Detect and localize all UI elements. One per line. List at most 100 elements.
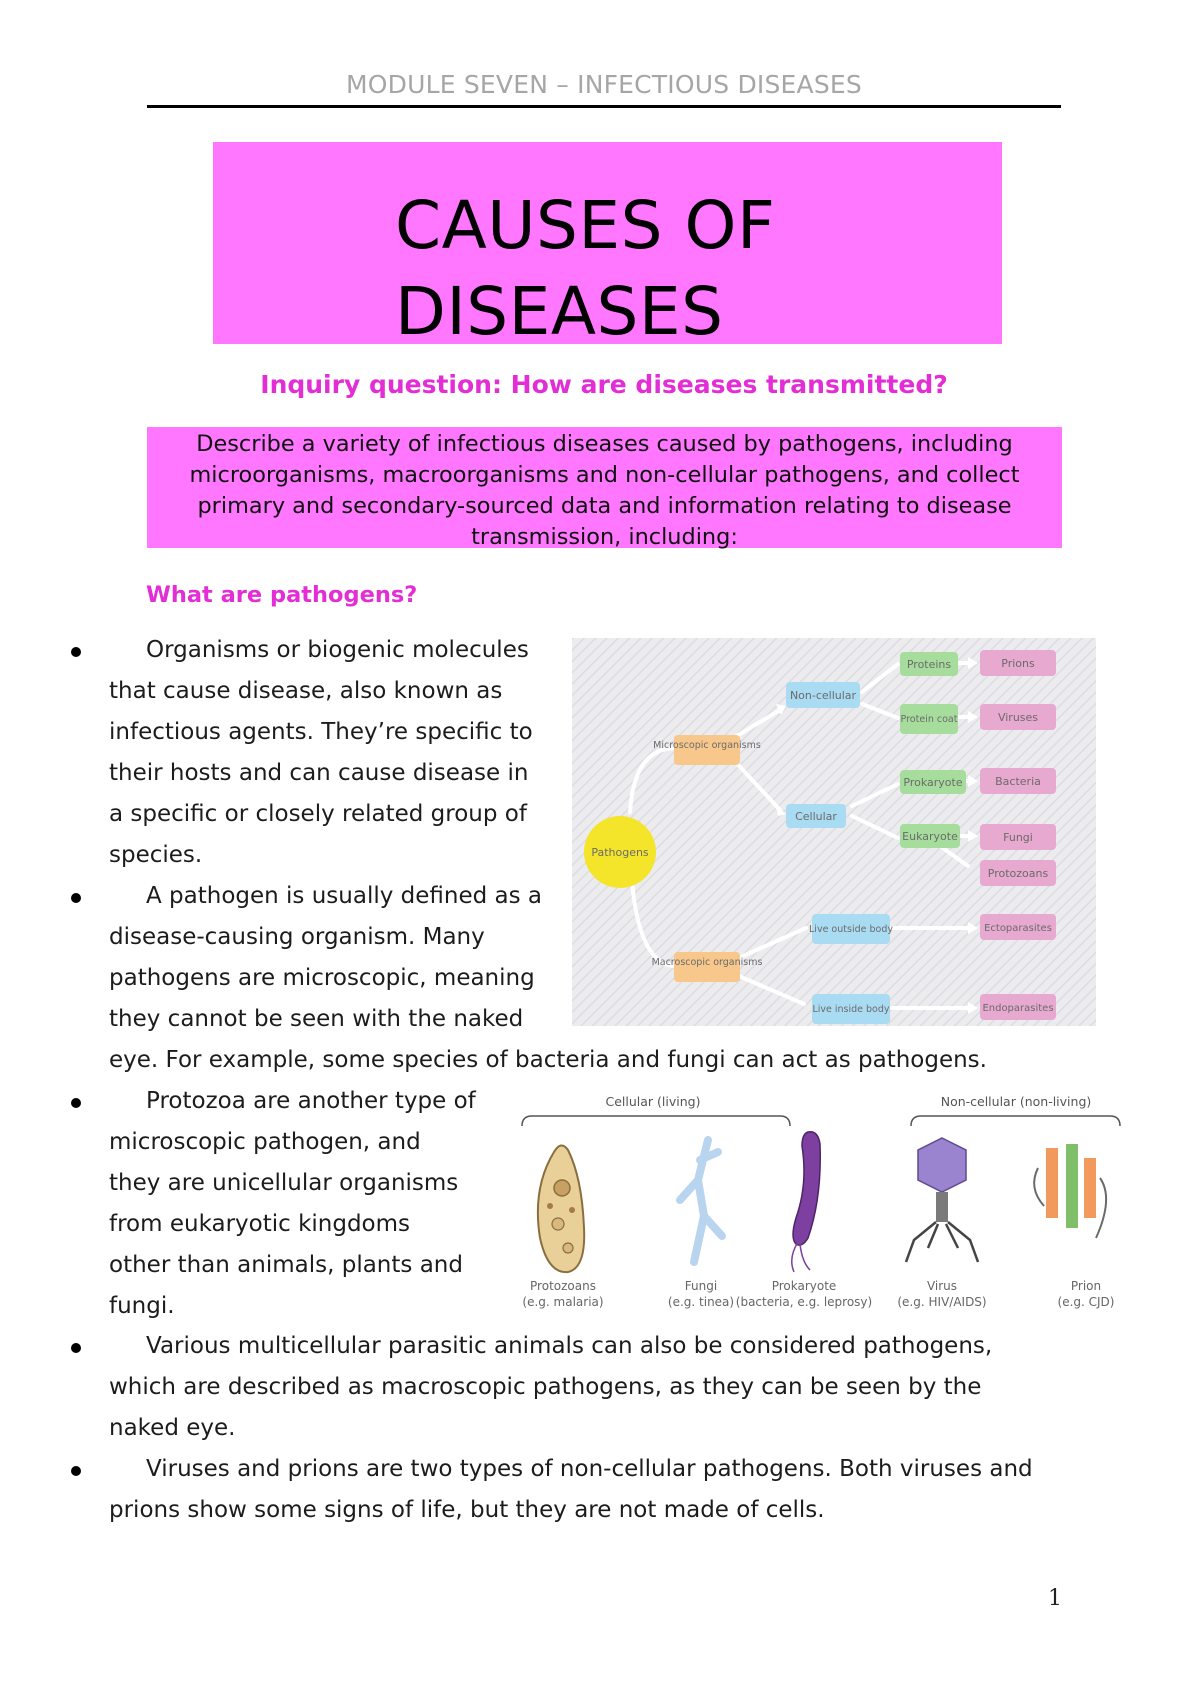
node-microscopic [674, 735, 740, 765]
bullet-paragraph-4: Various multicellular parasitic animals … [109, 1326, 992, 1449]
paragraph-line: other than animals, plants and [109, 1252, 463, 1278]
group-label-noncellular: Non-cellular (non-living) [941, 1094, 1092, 1109]
item-name: Virus [927, 1279, 957, 1293]
title-banner [213, 142, 1002, 344]
node-viruses [980, 704, 1056, 730]
node-label: Proteins [907, 658, 952, 671]
node-bacteria [980, 768, 1056, 794]
page-title: CAUSES OF DISEASES [395, 183, 955, 355]
item-name: Protozoans [530, 1279, 596, 1293]
connector [860, 662, 900, 694]
node-live-outside-body [812, 914, 890, 944]
node-label: Protozoans [988, 867, 1049, 880]
paragraph-line: Organisms or biogenic molecules [146, 637, 529, 663]
node-label: Live outside body [809, 924, 893, 935]
connector [728, 754, 782, 812]
arrow-head [968, 775, 978, 787]
node-proteins [900, 652, 958, 676]
prokaryote-icon [791, 1131, 821, 1273]
paragraph-line: pathogens are microscopic, meaning [109, 965, 535, 991]
node-label: Cellular [795, 810, 837, 823]
item-name: Fungi [685, 1279, 717, 1293]
paragraph-line: species. [109, 842, 203, 868]
node-label: Endoparasites [982, 1003, 1053, 1014]
bullet-dot [71, 1098, 81, 1108]
paragraph-line: which are described as macroscopic patho… [109, 1374, 982, 1400]
inquiry-question: Inquiry question: How are diseases trans… [260, 370, 948, 399]
page-number: 1 [1048, 1586, 1062, 1611]
connector [850, 814, 900, 840]
paragraph-line: Protozoa are another type of [146, 1088, 476, 1114]
header-divider [147, 105, 1061, 108]
item-name: Prion [1071, 1279, 1101, 1293]
bullet-dot [71, 1466, 81, 1476]
bullet-paragraph-2: A pathogen is usually defined as a disea… [109, 876, 987, 1081]
node-prokaryote [900, 770, 966, 794]
paragraph-line: they are unicellular organisms [109, 1170, 459, 1196]
paragraph-line: Various multicellular parasitic animals … [146, 1333, 993, 1359]
paragraph-line: eye. For example, some species of bacter… [109, 1047, 987, 1073]
node-label: Protein coat [901, 714, 958, 725]
bullet-paragraph-1: Organisms or biogenic molecules that cau… [109, 630, 533, 876]
bullet-paragraph-3: Protozoa are another type of microscopic… [109, 1081, 476, 1327]
node-non-cellular [786, 682, 860, 708]
paragraph-line: from eukaryotic kingdoms [109, 1211, 411, 1237]
paragraph-line: that cause disease, also known as [109, 678, 503, 704]
paragraph-line: disease-causing organism. Many [109, 924, 485, 950]
bracket-cellular [521, 1115, 791, 1127]
bracket-noncellular [910, 1115, 1121, 1127]
paragraph-line: naked eye. [109, 1415, 236, 1441]
connector [732, 972, 806, 1006]
paragraph-line: fungi. [109, 1293, 175, 1319]
page-title-line-1: CAUSES OF [395, 187, 776, 264]
node-label: Prokaryote [903, 776, 962, 789]
node-label: Viruses [998, 711, 1038, 724]
pathogen-types-illustration: Cellular (living) Non-cellular (non-livi… [521, 1094, 1121, 1309]
arrow-head [776, 806, 786, 816]
connector [860, 702, 900, 720]
node-label: Bacteria [995, 775, 1041, 788]
bullet-paragraph-5: Viruses and prions are two types of non-… [109, 1449, 1033, 1531]
syllabus-line: microorganisms, macroorganisms and non-c… [189, 462, 1020, 488]
item-example: (e.g. HIV/AIDS) [897, 1295, 986, 1309]
paragraph-line: microscopic pathogen, and [109, 1129, 421, 1155]
arrow-head [968, 922, 978, 934]
node-eukaryote [900, 824, 960, 848]
fungi-icon [676, 1136, 726, 1266]
arrow-head [968, 657, 978, 669]
node-label: Microscopic organisms [653, 740, 761, 751]
syllabus-text: Describe a variety of infectious disease… [160, 429, 1049, 553]
syllabus-line: Describe a variety of infectious disease… [196, 431, 1013, 457]
connector [728, 708, 782, 742]
node-endoparasites [980, 994, 1056, 1020]
arrow-head [968, 830, 978, 842]
node-label: Non-cellular [790, 689, 857, 702]
arrow-head [968, 1002, 978, 1014]
item-example: (e.g. malaria) [522, 1295, 603, 1309]
paragraph-line: they cannot be seen with the naked [109, 1006, 524, 1032]
node-label: Prions [1001, 657, 1035, 670]
paragraph-line: Viruses and prions are two types of non-… [146, 1456, 1033, 1482]
paragraph-line: A pathogen is usually defined as a [146, 883, 543, 909]
module-header: MODULE SEVEN – INFECTIOUS DISEASES [346, 70, 862, 99]
bullet-dot [71, 893, 81, 903]
item-example: (bacteria, e.g. leprosy) [736, 1295, 872, 1309]
bullet-dot [71, 1343, 81, 1353]
connector [938, 844, 970, 868]
item-name: Prokaryote [772, 1279, 837, 1293]
protozoan-icon [536, 1144, 586, 1274]
node-label: Ectoparasites [984, 923, 1052, 934]
node-protozoans [980, 860, 1056, 886]
virus-icon [904, 1137, 980, 1263]
node-fungi [980, 824, 1056, 850]
syllabus-line: transmission, including: [471, 524, 738, 550]
syllabus-box [147, 427, 1062, 548]
node-label: Macroscopic organisms [652, 957, 763, 968]
node-ectoparasites [980, 914, 1056, 940]
node-label: Pathogens [591, 846, 649, 859]
arrow-head [968, 711, 978, 723]
node-label: Eukaryote [902, 830, 958, 843]
paragraph-line: prions show some signs of life, but they… [109, 1497, 825, 1523]
node-protein-coat [900, 704, 958, 734]
node-live-inside-body [812, 994, 890, 1024]
